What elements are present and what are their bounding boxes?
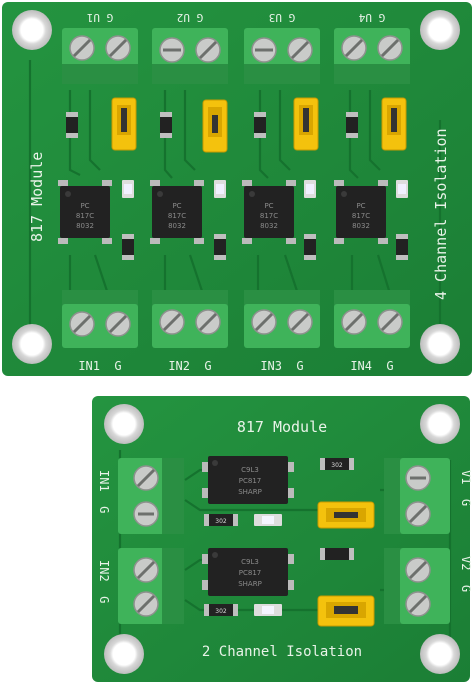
pcb-substrate (2, 2, 472, 376)
two-channel-board: 817 Module IN1 G IN2 G C9L3 PC817 SHARP (92, 396, 473, 682)
svg-text:SHARP: SHARP (238, 580, 262, 588)
svg-text:PC: PC (264, 202, 273, 210)
input-label: IN1 G (97, 470, 111, 513)
input-terminal (334, 290, 410, 348)
input-label: IN2 G (168, 359, 211, 373)
mounting-hole (104, 404, 144, 444)
pcb-substrate (92, 396, 470, 682)
svg-text:817C: 817C (352, 212, 370, 220)
resistor (160, 112, 172, 138)
led (304, 180, 316, 198)
svg-text:302: 302 (215, 608, 227, 615)
svg-text:SHARP: SHARP (238, 488, 262, 496)
output-terminal (244, 28, 320, 84)
mounting-hole (420, 404, 460, 444)
svg-text:817C: 817C (76, 212, 94, 220)
channel-label: 2 Channel Isolation (202, 644, 362, 660)
led (254, 514, 282, 526)
module-label: 817 Module (28, 152, 46, 242)
input-terminal (62, 290, 138, 348)
output-label: V2 G (459, 556, 473, 592)
svg-text:302: 302 (331, 462, 343, 469)
resistor (346, 112, 358, 138)
mounting-hole (12, 10, 52, 50)
resistor: 302 (320, 458, 354, 470)
resistor (396, 234, 408, 260)
input-label: IN1 G (78, 359, 121, 373)
optocoupler-chip: C9L3 PC817 SHARP (202, 548, 294, 596)
resistor: 302 (204, 604, 238, 616)
channel-label: 4 Channel Isolation (432, 128, 450, 300)
input-label: IN3 G (260, 359, 303, 373)
output-terminal (384, 458, 450, 534)
resistor (122, 234, 134, 260)
optocoupler-chip: PC 817C 8032 (334, 180, 388, 244)
optocoupler-chip: PC 817C 8032 (58, 180, 112, 244)
svg-text:PC817: PC817 (239, 477, 261, 485)
input-label: IN2 G (97, 560, 111, 603)
output-label: G U1 (87, 11, 114, 24)
output-terminal (62, 28, 138, 84)
resistor (304, 234, 316, 260)
svg-text:C9L3: C9L3 (241, 558, 259, 566)
optocoupler-chip: PC 817C 8032 (150, 180, 204, 244)
led (254, 604, 282, 616)
input-terminal (244, 290, 320, 348)
resistor (254, 112, 266, 138)
module-label: 817 Module (237, 418, 327, 436)
mounting-hole (12, 324, 52, 364)
output-terminal (152, 28, 228, 84)
led (396, 180, 408, 198)
input-terminal (118, 458, 184, 534)
jumper (293, 97, 319, 151)
svg-text:PC817: PC817 (239, 569, 261, 577)
optocoupler-chip: PC 817C 8032 (242, 180, 296, 244)
mounting-hole (420, 10, 460, 50)
output-terminal (384, 548, 450, 624)
resistor (320, 548, 354, 560)
svg-text:8032: 8032 (260, 222, 278, 230)
input-terminal (152, 290, 228, 348)
mounting-hole (420, 634, 460, 674)
led (214, 180, 226, 198)
output-label: G U3 (269, 11, 296, 24)
output-label: G U4 (358, 11, 385, 24)
resistor: 302 (204, 514, 238, 526)
svg-text:817C: 817C (260, 212, 278, 220)
svg-text:PC: PC (172, 202, 181, 210)
jumper (381, 97, 407, 151)
input-label: IN4 G (350, 359, 393, 373)
jumper (317, 501, 375, 529)
four-channel-board: G U1 G U2 G U3 G U4 PC 817C 8032 PC (2, 2, 472, 376)
mounting-hole (104, 634, 144, 674)
svg-text:PC: PC (80, 202, 89, 210)
led (122, 180, 134, 198)
mounting-hole (420, 324, 460, 364)
resistor (214, 234, 226, 260)
svg-text:PC: PC (356, 202, 365, 210)
svg-text:817C: 817C (168, 212, 186, 220)
svg-text:302: 302 (215, 518, 227, 525)
output-label: V1 G (459, 470, 473, 506)
svg-text:8032: 8032 (76, 222, 94, 230)
jumper (317, 595, 375, 627)
svg-text:C9L3: C9L3 (241, 466, 259, 474)
resistor (66, 112, 78, 138)
optocoupler-chip: C9L3 PC817 SHARP (202, 456, 294, 504)
svg-text:8032: 8032 (168, 222, 186, 230)
output-label: G U2 (177, 11, 204, 24)
input-terminal (118, 548, 184, 624)
jumper (111, 97, 137, 151)
svg-text:8032: 8032 (352, 222, 370, 230)
jumper (202, 99, 228, 153)
output-terminal (334, 28, 410, 84)
